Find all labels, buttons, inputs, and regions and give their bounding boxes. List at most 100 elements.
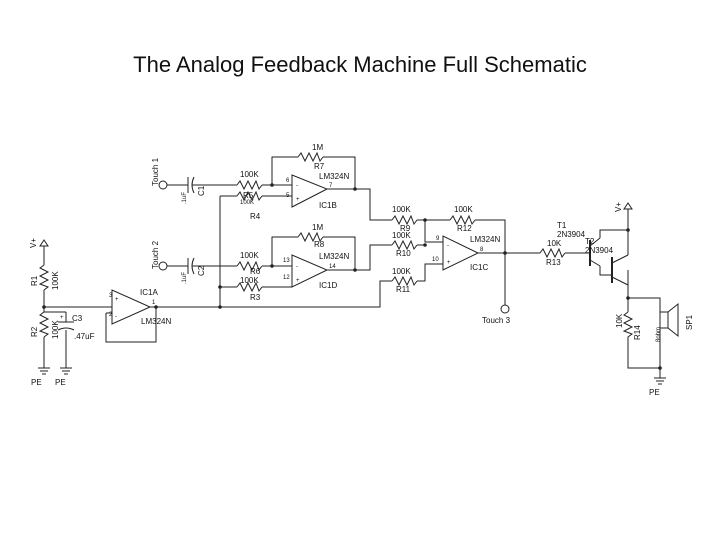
resistor-r8: 1M R8 (297, 223, 325, 249)
r3-label: R3 (250, 293, 261, 302)
r14-value: 10K (615, 313, 624, 328)
r1-label: R1 (30, 275, 39, 286)
capacitor-c3: + C3 .47uF (57, 314, 95, 341)
r13-label: R13 (546, 258, 561, 267)
r11-value: 100K (392, 267, 411, 276)
ground-pe-2: PE (55, 367, 72, 387)
r13-value: 10K (547, 239, 562, 248)
ic1a-minus: - (115, 314, 117, 320)
ic1c-pin10: 10 (432, 257, 439, 263)
r12-value: 100K (454, 205, 473, 214)
c1-label: C1 (197, 185, 206, 196)
opamp-ic1d: - + 13 12 14 LM324N IC1D (283, 252, 349, 290)
r4-value: 100K (240, 200, 254, 206)
touch-pad-2: Touch 2 (151, 240, 168, 271)
resistor-r1: R1 100K (30, 264, 60, 291)
vplus-left: V+ (29, 238, 49, 250)
ic1a-part: LM324N (141, 317, 171, 326)
junction-dot (658, 366, 662, 370)
c3-plus: + (60, 315, 64, 321)
opamp-ic1a: + - 3 2 1 IC1A LM324N (109, 288, 171, 326)
junction-dot (42, 305, 46, 309)
r11-label: R11 (396, 285, 411, 294)
pe1-label: PE (31, 378, 42, 387)
junctions (42, 183, 662, 370)
r9-label: R9 (400, 224, 411, 233)
junction-dot (423, 243, 427, 247)
ic1c-plus: + (447, 260, 451, 266)
ic1b-plus: + (296, 197, 300, 203)
ic1c-label: IC1C (470, 263, 488, 272)
r6-label: R6 (250, 267, 261, 276)
ic1d-pin13: 13 (283, 258, 290, 264)
ic1b-pin5: 5 (286, 193, 290, 199)
ic1b-pin7: 7 (329, 183, 333, 189)
transistor-t1: T1 2N3904 (557, 221, 601, 267)
sp1-label: SP1 (685, 314, 694, 330)
junction-dot (423, 218, 427, 222)
ic1d-minus: - (296, 264, 298, 270)
r7-value: 1M (312, 143, 323, 152)
ic1d-label: IC1D (319, 281, 337, 290)
r7-label: R7 (314, 162, 325, 171)
junction-dot (270, 264, 274, 268)
page-title: The Analog Feedback Machine Full Schemat… (133, 52, 587, 77)
resistor-r6: 100K R6 (236, 251, 263, 276)
transistor-t2: T2 2N3904 (585, 237, 629, 298)
r14-label: R14 (633, 325, 642, 340)
capacitor-c1: .1uF C1 (182, 176, 206, 204)
touch-pad-1: Touch 1 (151, 157, 168, 190)
ic1b-label: IC1B (319, 201, 337, 210)
junction-dot (218, 285, 222, 289)
ic1a-pin1: 1 (152, 300, 156, 306)
ic1b-minus: - (296, 183, 298, 189)
t1-label: T1 (557, 221, 567, 230)
junction-dot (626, 228, 630, 232)
junction-dot (270, 183, 274, 187)
resistor-r12: 100K R12 (449, 205, 476, 233)
vplus-right: V+ (614, 202, 633, 215)
ic1c-pin9: 9 (436, 236, 440, 242)
sp1-value: 8ohm (656, 327, 662, 342)
t2-label: T2 (585, 237, 595, 246)
opamp-ic1b: - + 6 5 7 LM324N IC1B (286, 172, 349, 210)
ground-pe-1: PE (31, 367, 50, 387)
r5-label: R5 (243, 191, 254, 200)
ic1c-minus: - (447, 243, 449, 249)
r2-value: 100K (51, 320, 60, 339)
wires (43, 156, 661, 378)
ic1b-part: LM324N (319, 172, 349, 181)
resistor-r3: 100K R3 (236, 276, 263, 302)
resistor-r4: 100K R4 (236, 190, 263, 221)
ground-pe-3: PE (649, 377, 666, 397)
resistor-r5: 100K R5 (236, 170, 263, 200)
t1-part: 2N3904 (557, 230, 586, 239)
r5-value: 100K (240, 170, 259, 179)
junction-dot (626, 296, 630, 300)
ic1d-pin12: 12 (283, 275, 290, 281)
ic1b-pin6: 6 (286, 178, 290, 184)
touch-pad-3: Touch 3 (482, 304, 511, 325)
r6-value: 100K (240, 251, 259, 260)
junction-dot (154, 305, 158, 309)
r1-value: 100K (51, 271, 60, 290)
ic1a-plus: + (115, 297, 119, 303)
junction-dot (503, 251, 507, 255)
ic1c-pin8: 8 (480, 247, 484, 253)
t2-part: 2N3904 (585, 246, 614, 255)
r8-label: R8 (314, 240, 325, 249)
junction-dot (218, 305, 222, 309)
pe2-label: PE (55, 378, 66, 387)
junction-dot (353, 187, 357, 191)
resistor-r2: R2 100K (30, 311, 60, 339)
touch2-label: Touch 2 (151, 240, 160, 269)
r8-value: 1M (312, 223, 323, 232)
ic1a-pin2: 2 (109, 312, 113, 318)
speaker-sp1: 8ohm SP1 (656, 302, 694, 342)
c3-value: .47uF (74, 332, 95, 341)
r2-label: R2 (30, 326, 39, 337)
junction-dot (353, 268, 357, 272)
ic1d-plus: + (296, 278, 300, 284)
capacitor-c2: .1uF C2 (182, 257, 206, 284)
